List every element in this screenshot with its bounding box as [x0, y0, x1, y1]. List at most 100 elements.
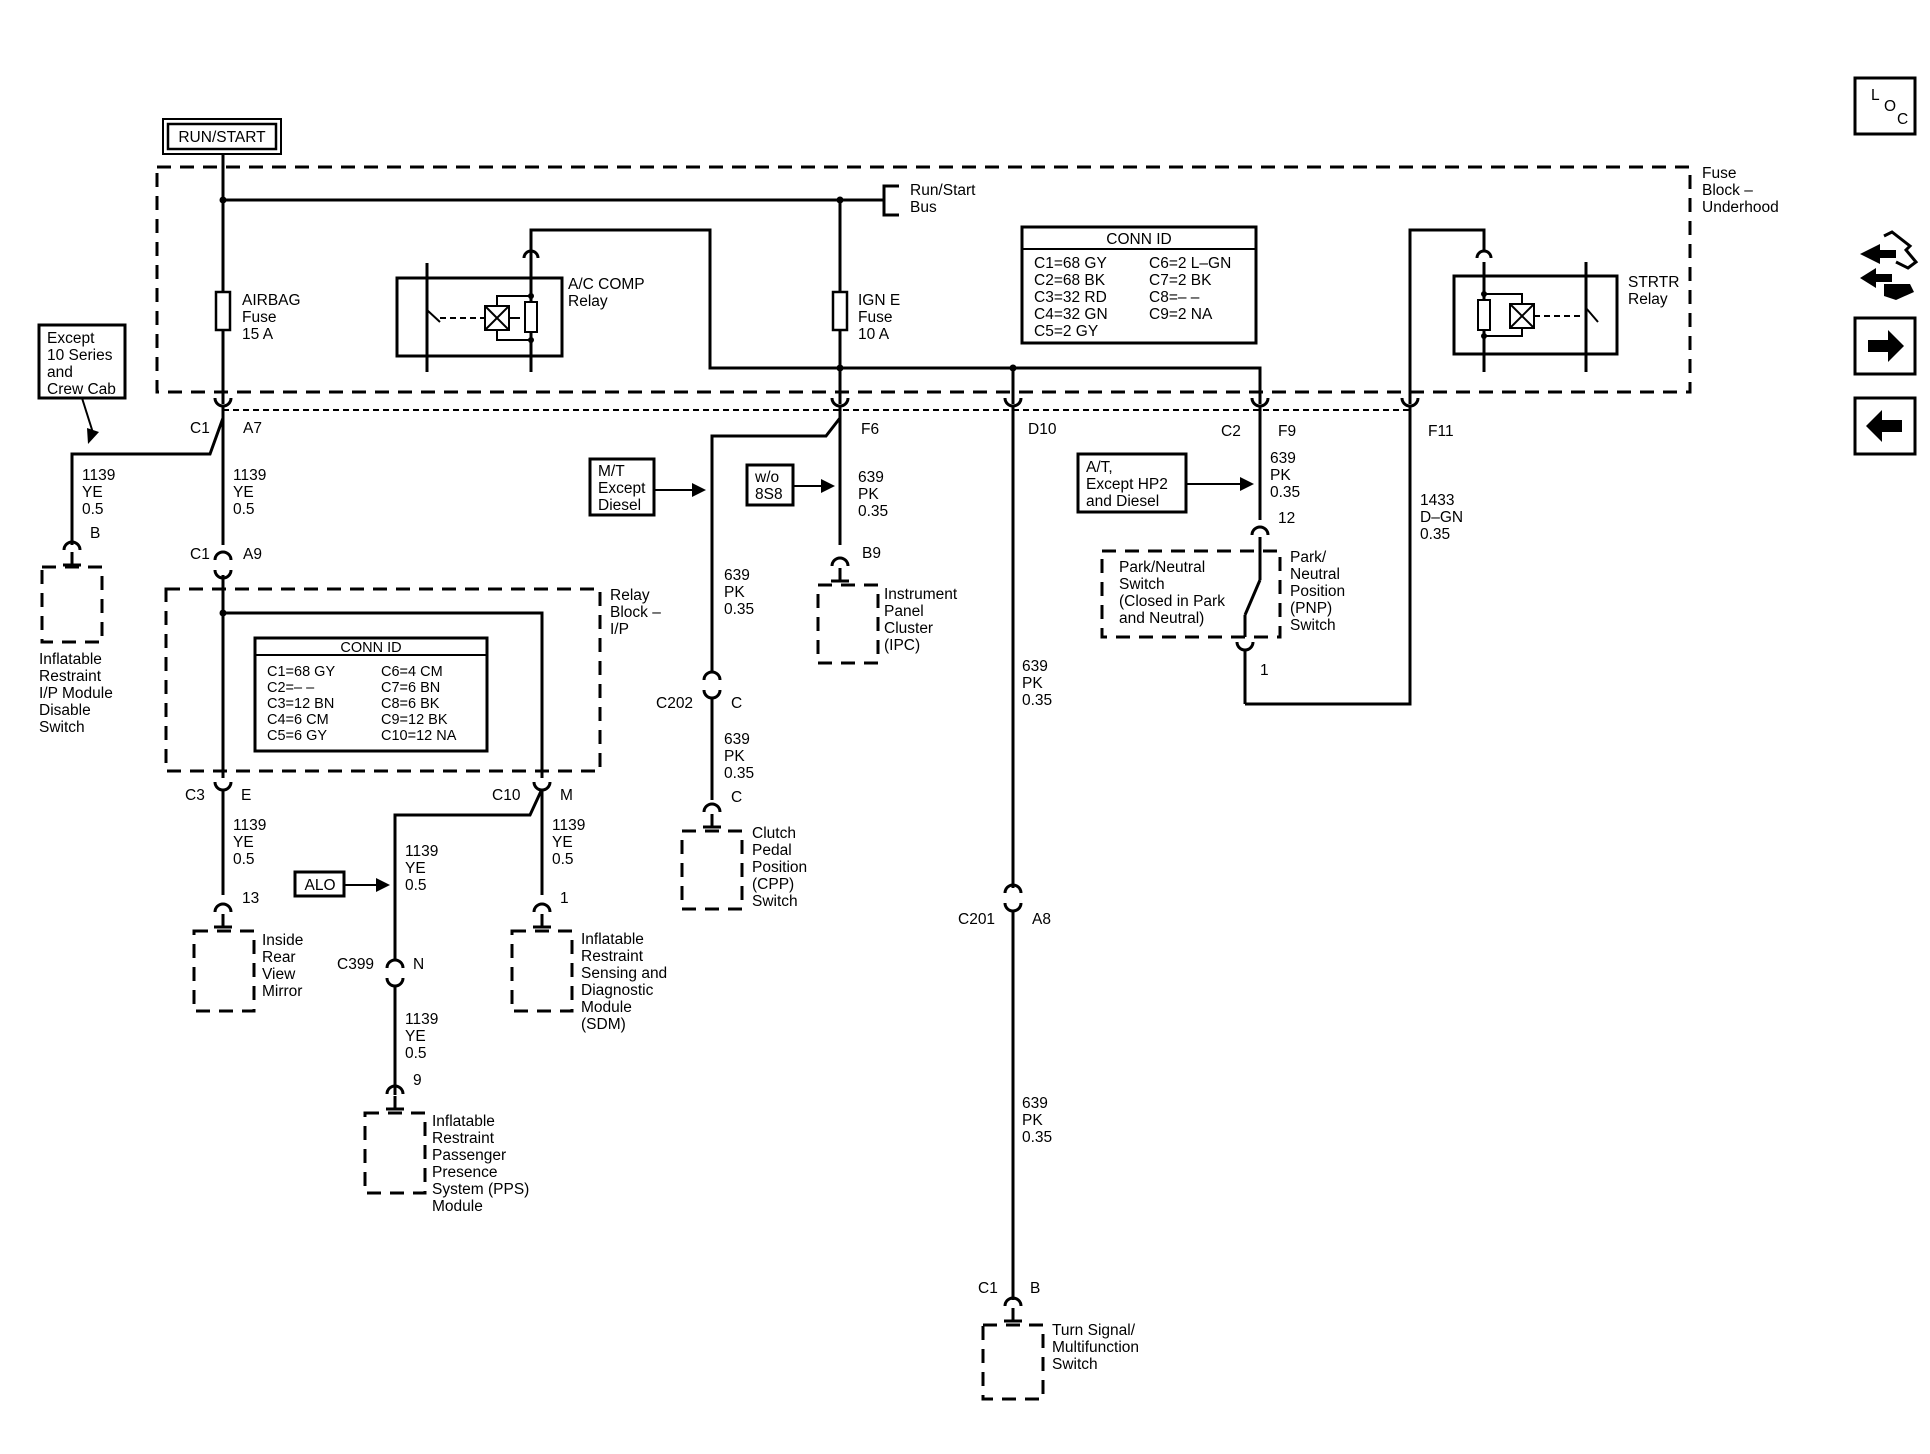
pnp-note-3: (Closed in Park: [1119, 593, 1225, 610]
turn-signal-switch: C1 B Turn Signal/ Multifunction Switch: [978, 1280, 1139, 1401]
cpp-label-2: Pedal: [752, 842, 792, 859]
airbag-fuse-label-2: Fuse: [242, 309, 276, 326]
except-label-4: Crew Cab: [47, 381, 116, 398]
mirror-pin: 13: [242, 890, 259, 907]
ipc-label-3: Cluster: [884, 620, 933, 637]
cpp-label-1: Clutch: [752, 825, 796, 842]
w639-ipc-3: 0.35: [858, 503, 888, 520]
ign-e-fuse-label-3: 10 A: [858, 326, 890, 343]
f9-label: F9: [1278, 423, 1296, 440]
fuse-block-label-2: Block –: [1702, 182, 1753, 199]
at-label-3: and Diesel: [1086, 493, 1159, 510]
turn-label-1: Turn Signal/: [1052, 1322, 1136, 1339]
except-10-series-note: Except 10 Series and Crew Cab: [37, 323, 127, 444]
connector-f11: F11 1433 D–GN 0.35: [1420, 423, 1463, 543]
mirror-label-2: Rear: [262, 949, 296, 966]
ign-e-fuse-label-2: Fuse: [858, 309, 892, 326]
w1139-pps-3: 0.5: [405, 1045, 427, 1062]
conn-id-table-relay-block: CONN ID C1=68 GY C2=– – C3=12 BN C4=6 CM…: [253, 636, 489, 753]
pps-label-3: Passenger: [432, 1147, 506, 1164]
c10-label: C10: [492, 787, 521, 804]
conn-id-c8: C8=– –: [1149, 289, 1200, 306]
except-label-2: 10 Series: [47, 347, 113, 364]
w1433-3: 0.35: [1420, 526, 1450, 543]
c202-label: C202: [656, 695, 693, 712]
sdm-label-6: (SDM): [581, 1016, 626, 1033]
run-start-power-source: RUN/START: [162, 118, 282, 155]
a9-label: A9: [243, 546, 262, 563]
n-label: N: [413, 956, 424, 973]
w639-cpp-low-3: 0.35: [724, 765, 754, 782]
inside-rear-view-mirror: 13 Inside Rear View Mirror: [192, 890, 303, 1013]
turn-label-3: Switch: [1052, 1356, 1098, 1373]
c3-label: C3: [185, 787, 205, 804]
relay-block-label-3: I/P: [610, 621, 629, 638]
cpp-label-5: Switch: [752, 893, 798, 910]
pnp-note-2: Switch: [1119, 576, 1165, 593]
w1139-left-2: YE: [82, 484, 103, 501]
pps-label-5: System (PPS): [432, 1181, 529, 1198]
pnp-label-3: Position: [1290, 583, 1345, 600]
w1139-a7-2: YE: [233, 484, 254, 501]
at-label-2: Except HP2: [1086, 476, 1168, 493]
w639-ipc-1: 639: [858, 469, 884, 486]
pnp-pin-12: 12: [1278, 510, 1295, 527]
conn-id-c7: C7=2 BK: [1149, 272, 1212, 289]
ipc-pin: B9: [862, 545, 881, 562]
ipc-label-1: Instrument: [884, 586, 958, 603]
w1139-sdm-3: 0.5: [552, 851, 574, 868]
w1139-sdm-2: YE: [552, 834, 573, 851]
idp-label-3: I/P Module: [39, 685, 113, 702]
cpp-label-4: (CPP): [752, 876, 794, 893]
f11-label: F11: [1428, 423, 1454, 440]
connector-c1-a9: C1 A9: [190, 546, 262, 580]
strtr-relay-label-2: Relay: [1628, 291, 1668, 308]
conn-id-table-fuse-block: CONN ID C1=68 GY C2=68 BK C3=32 RD C4=32…: [1020, 225, 1258, 345]
sdm-label-1: Inflatable: [581, 931, 644, 948]
wire-639-ipc: 639 PK 0.35: [858, 469, 888, 520]
w639-f9-3: 0.35: [1270, 484, 1300, 501]
connector-arrows-icon[interactable]: [1860, 230, 1919, 300]
sdm-label-4: Diagnostic: [581, 982, 654, 999]
except-label-3: and: [47, 364, 73, 381]
cpp-label-3: Position: [752, 859, 807, 876]
b-label: B: [1030, 1280, 1040, 1297]
pnp-note-4: and Neutral): [1119, 610, 1204, 627]
relay-conn-id-title: CONN ID: [340, 640, 401, 656]
w639-d10-low-3: 0.35: [1022, 1129, 1052, 1146]
pnp-label-2: Neutral: [1290, 566, 1340, 583]
arrow-right-icon: [1868, 330, 1904, 362]
loc-c: C: [1897, 111, 1908, 128]
bus-label-1: Run/Start: [910, 182, 976, 199]
ac-comp-relay-label-1: A/C COMP: [568, 276, 645, 293]
pps-label-4: Presence: [432, 1164, 497, 1181]
loc-button[interactable]: L O C: [1853, 76, 1917, 136]
relay-conn-id-c8: C8=6 BK: [381, 696, 440, 712]
strtr-relay: STRTR Relay: [1408, 228, 1679, 404]
wire-639-cpp: 639 PK 0.35 C202 C 639 PK 0.35: [656, 567, 754, 800]
e-label: E: [241, 787, 251, 804]
conn-id-c5: C5=2 GY: [1034, 323, 1098, 340]
mt-label-1: M/T: [598, 463, 625, 480]
w1139-pps-2: YE: [405, 1028, 426, 1045]
relay-block-label-1: Relay: [610, 587, 650, 604]
turn-label-2: Multifunction: [1052, 1339, 1139, 1356]
wire-1139-idp: 1139 YE 0.5 1139 YE 0.5: [70, 417, 266, 545]
next-page-button[interactable]: [1853, 316, 1917, 376]
previous-page-button[interactable]: [1853, 396, 1917, 456]
sdm-label-2: Restraint: [581, 948, 644, 965]
c201-label: C201: [958, 911, 995, 928]
relay-conn-id-c4: C4=6 CM: [267, 712, 329, 728]
conn-id-c2: C2=68 BK: [1034, 272, 1106, 289]
m-label: M: [560, 787, 573, 804]
idp-label-1: Inflatable: [39, 651, 102, 668]
connector-c10-m: C10 M 1139 YE 0.5 1139 YE 0.5: [393, 781, 585, 960]
pnp-label-4: (PNP): [1290, 600, 1332, 617]
conn-id-c9: C9=2 NA: [1149, 306, 1213, 323]
sdm-module: 1 Inflatable Restraint Sensing and Diagn…: [510, 890, 667, 1033]
w639-d10-low-1: 639: [1022, 1095, 1048, 1112]
pnp-switch: 12 1 Park/Neutral Switch (Closed in Park…: [1100, 418, 1412, 706]
airbag-fuse: AIRBAG Fuse 15 A: [214, 290, 301, 343]
mirror-label-3: View: [262, 966, 296, 983]
w639-cpp-up-1: 639: [724, 567, 750, 584]
